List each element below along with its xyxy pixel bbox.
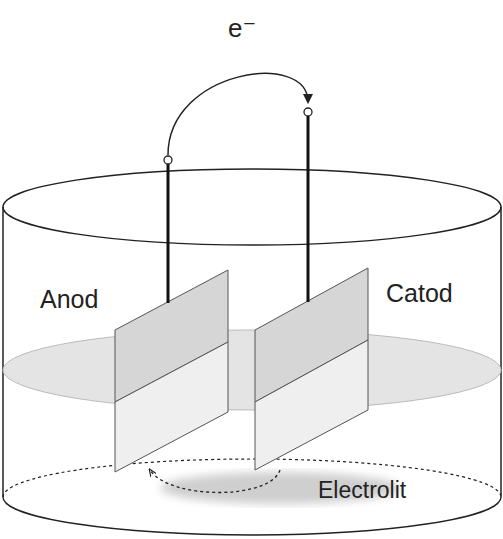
cathode-wire xyxy=(307,115,310,302)
electrode-label: Catod xyxy=(386,280,453,308)
electron-label: e⁻ xyxy=(228,14,256,43)
terminal xyxy=(164,156,172,164)
electrolyte-label: Electrolit xyxy=(318,478,406,503)
electron-flow-arrow xyxy=(168,73,308,155)
electrode-label: Anod xyxy=(40,286,98,314)
terminal xyxy=(304,108,312,116)
liquid-surface xyxy=(3,330,501,410)
ion-flow-arrow xyxy=(150,470,280,493)
vessel-rim xyxy=(3,169,501,245)
cathode-plate xyxy=(255,268,368,470)
anode-plate xyxy=(115,270,228,472)
anode-wire xyxy=(167,163,170,303)
